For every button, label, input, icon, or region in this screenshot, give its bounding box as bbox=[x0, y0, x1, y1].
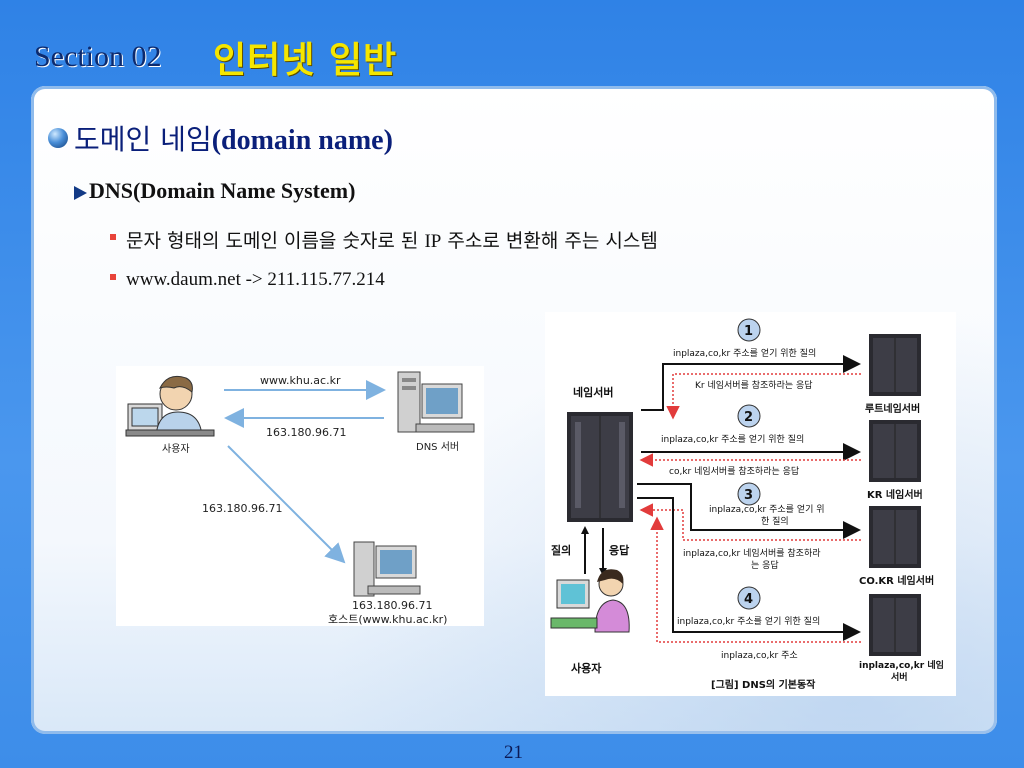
root-nameserver-icon bbox=[869, 334, 921, 396]
svg-text:inplaza,co,kr 주소를 얻기 위한 질의: inplaza,co,kr 주소를 얻기 위한 질의 bbox=[661, 433, 804, 445]
svg-text:서버: 서버 bbox=[891, 671, 908, 683]
svg-text:2: 2 bbox=[744, 410, 753, 425]
step-2-icon: 2 bbox=[737, 404, 761, 428]
page-number: 21 bbox=[504, 742, 523, 763]
square-bullet-icon bbox=[110, 273, 116, 280]
user-label: 사용자 bbox=[162, 443, 190, 455]
dns-lookup-figure: 사용자 DNS 서버 www.khu.ac.kr 163.180.96.71 1… bbox=[116, 366, 484, 626]
kr-nameserver-icon bbox=[869, 420, 921, 482]
section-label: Section 02 bbox=[34, 40, 162, 73]
svg-text:co,kr 네임서버를 참조하라는 응답: co,kr 네임서버를 참조하라는 응답 bbox=[669, 465, 799, 477]
svg-text:Kr 네임서버를 참조하라는 응답: Kr 네임서버를 참조하라는 응답 bbox=[695, 379, 813, 391]
user-figure-icon bbox=[125, 375, 215, 437]
svg-text:CO.KR 네임서버: CO.KR 네임서버 bbox=[859, 574, 934, 587]
host-ip: 163.180.96.71 bbox=[352, 599, 432, 612]
step-4-icon: 4 bbox=[737, 586, 761, 610]
nameserver-label: 네임서버 bbox=[573, 385, 613, 399]
svg-text:사용자: 사용자 bbox=[571, 661, 602, 675]
svg-text:inplaza,co,kr 네임서버를 참조하라: inplaza,co,kr 네임서버를 참조하라 bbox=[683, 547, 821, 559]
svg-text:3: 3 bbox=[744, 488, 753, 503]
list-item: www.daum.net -> 211.115.77.214 bbox=[110, 268, 385, 291]
heading-korean: 도메인 네임 bbox=[74, 123, 212, 156]
svg-text:1: 1 bbox=[744, 324, 753, 339]
svg-text:응답: 응답 bbox=[609, 543, 629, 557]
nameserver-icon bbox=[567, 412, 633, 522]
cokr-nameserver-icon bbox=[869, 506, 921, 568]
title-bar: Section 02 인터넷 일반 bbox=[0, 0, 1024, 88]
query-label: www.khu.ac.kr bbox=[260, 374, 341, 387]
svg-text:는 응답: 는 응답 bbox=[751, 559, 779, 571]
subheading: DNS(Domain Name System) bbox=[74, 178, 355, 204]
user-at-computer-icon bbox=[550, 569, 630, 633]
dns-operation-figure: 네임서버 1 2 3 4 inplaza,co,kr 주소를 얻기 위한 질의 … bbox=[545, 312, 956, 696]
subheading-text: DNS(Domain Name System) bbox=[89, 178, 356, 203]
square-bullet-icon bbox=[110, 233, 116, 240]
svg-text:inplaza,co,kr 네임: inplaza,co,kr 네임 bbox=[859, 659, 944, 671]
svg-text:inplaza,co,kr 주소: inplaza,co,kr 주소 bbox=[721, 650, 798, 661]
dns-server-icon bbox=[397, 371, 475, 433]
svg-text:KR 네임서버: KR 네임서버 bbox=[867, 488, 923, 501]
triangle-bullet-icon bbox=[74, 186, 87, 200]
svg-text:inplaza,co,kr 주소를 얻기 위: inplaza,co,kr 주소를 얻기 위 bbox=[709, 503, 825, 515]
main-heading: 도메인 네임(domain name) bbox=[48, 118, 393, 158]
list-item: 문자 형태의 도메인 이름을 숫자로 된 IP 주소로 변환해 주는 시스템 bbox=[110, 226, 658, 253]
reply-label: 163.180.96.71 bbox=[266, 426, 346, 439]
figure-caption: [그림] DNS의 기본동작 bbox=[711, 678, 816, 691]
svg-text:inplaza,co,kr 주소를 얻기 위한 질의: inplaza,co,kr 주소를 얻기 위한 질의 bbox=[677, 615, 820, 627]
section-title: 인터넷 일반 bbox=[213, 40, 398, 81]
orb-bullet-icon bbox=[48, 128, 68, 148]
host-computer-icon bbox=[353, 541, 421, 597]
svg-text:한 질의: 한 질의 bbox=[761, 515, 789, 527]
svg-text:inplaza,co,kr 주소를 얻기 위한 질의: inplaza,co,kr 주소를 얻기 위한 질의 bbox=[673, 347, 816, 359]
svg-text:4: 4 bbox=[744, 592, 753, 607]
heading-english: (domain name) bbox=[211, 125, 393, 156]
inplaza-nameserver-icon bbox=[869, 594, 921, 656]
step-1-icon: 1 bbox=[737, 318, 761, 342]
dns-server-label: DNS 서버 bbox=[416, 441, 459, 453]
step-3-icon: 3 bbox=[737, 482, 761, 506]
svg-text:질의: 질의 bbox=[551, 543, 571, 557]
diag-ip-label: 163.180.96.71 bbox=[202, 502, 282, 515]
svg-text:루트네임서버: 루트네임서버 bbox=[865, 402, 920, 415]
host-label: 호스트(www.khu.ac.kr) bbox=[328, 613, 447, 626]
